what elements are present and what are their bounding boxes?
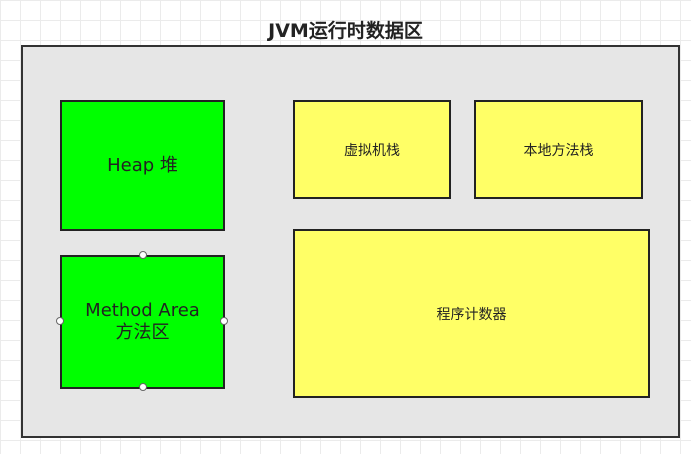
- resize-handle-right[interactable]: [220, 317, 228, 325]
- method-area-label-group: Method Area 方法区: [85, 300, 200, 344]
- method-area-box[interactable]: Method Area 方法区: [60, 255, 225, 389]
- method-area-label-en: Method Area: [85, 300, 200, 321]
- native-method-stack-box[interactable]: 本地方法栈: [474, 100, 643, 199]
- diagram-title: JVM运行时数据区: [268, 20, 423, 42]
- vm-stack-box[interactable]: 虚拟机栈: [293, 100, 451, 199]
- program-counter-box[interactable]: 程序计数器: [293, 229, 650, 398]
- method-area-label-cn: 方法区: [115, 322, 170, 343]
- heap-box[interactable]: Heap 堆: [60, 100, 225, 231]
- vm-stack-label: 虚拟机栈: [344, 142, 400, 159]
- native-method-stack-label: 本地方法栈: [523, 142, 594, 159]
- program-counter-label: 程序计数器: [436, 306, 507, 323]
- resize-handle-top[interactable]: [139, 251, 147, 259]
- resize-handle-left[interactable]: [56, 317, 64, 325]
- resize-handle-bottom[interactable]: [139, 383, 147, 391]
- heap-label: Heap 堆: [107, 154, 178, 176]
